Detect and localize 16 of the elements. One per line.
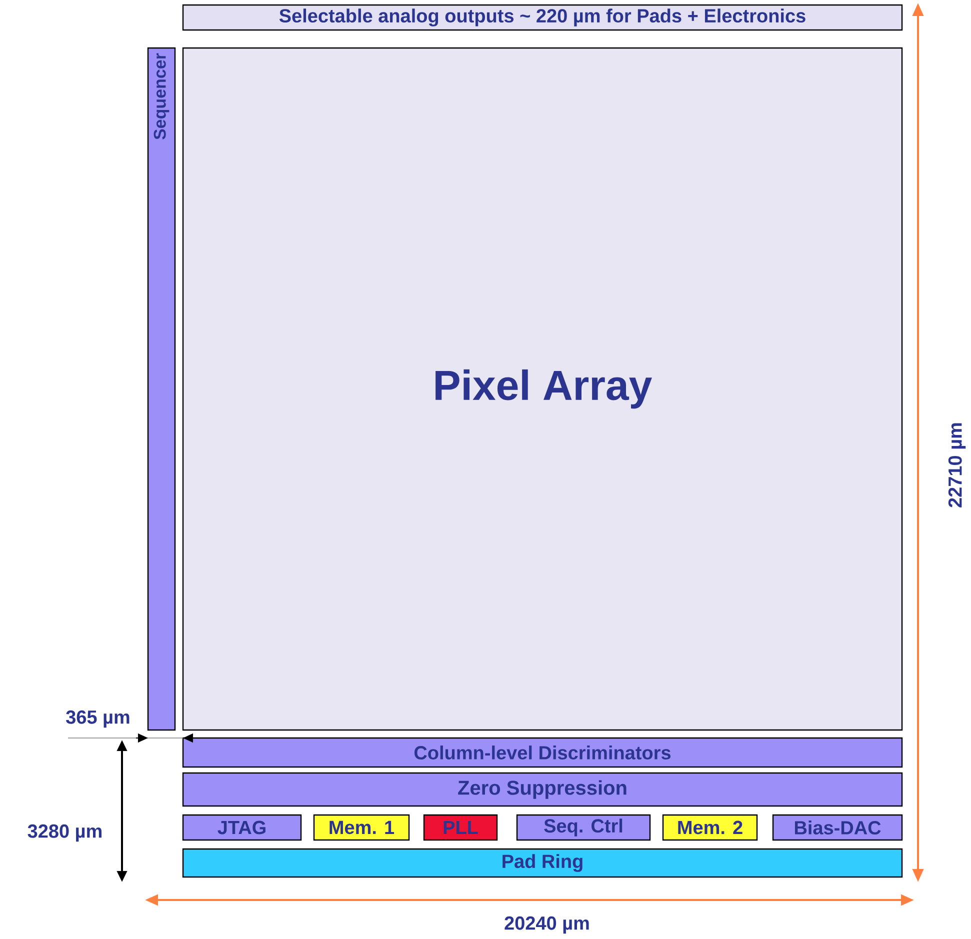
array-box: Pixel Array — [182, 47, 903, 731]
block-box: Selectable analog outputs ~ 220 µm for Pads + Electronics — [182, 4, 903, 31]
block-box: Zero Suppression — [182, 772, 903, 807]
dimension-label: 365 µm — [66, 710, 130, 728]
block-box: JTAG — [182, 814, 302, 841]
block-box: Column-level Discriminators — [182, 737, 903, 768]
dimension-label: 20240 µm — [504, 916, 589, 934]
block-box: Seq. Ctrl — [516, 814, 651, 841]
block-box: Sequencer — [147, 47, 176, 731]
block-box: Bias-DAC — [772, 814, 903, 841]
dimension-label: 3280 µm — [28, 824, 102, 842]
dimension-label: 22710 µm — [948, 423, 966, 508]
block-box: Pad Ring — [182, 848, 903, 878]
block-box: Mem. 1 — [313, 814, 410, 841]
block-box: Mem. 2 — [662, 814, 758, 841]
block-box: PLL — [423, 814, 498, 841]
